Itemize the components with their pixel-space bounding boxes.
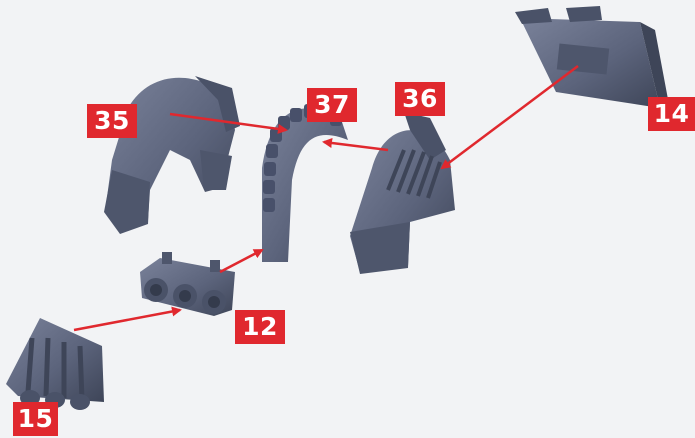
- label-35: 35: [87, 104, 137, 138]
- part-12-bar: [140, 252, 235, 316]
- arrow-15-to-12: [74, 310, 180, 330]
- part-35-shell: [104, 76, 240, 234]
- label-14: 14: [648, 97, 695, 131]
- label-15: 15: [13, 402, 58, 436]
- arrow-12-to-37: [220, 250, 262, 272]
- arrow-36-to-37: [324, 142, 388, 150]
- part-15-plate: [6, 318, 104, 410]
- label-36: 36: [395, 82, 445, 116]
- part-36-shell: [350, 112, 455, 274]
- label-12: 12: [235, 310, 285, 344]
- arrow-14-to-36: [442, 66, 578, 168]
- label-37: 37: [307, 88, 357, 122]
